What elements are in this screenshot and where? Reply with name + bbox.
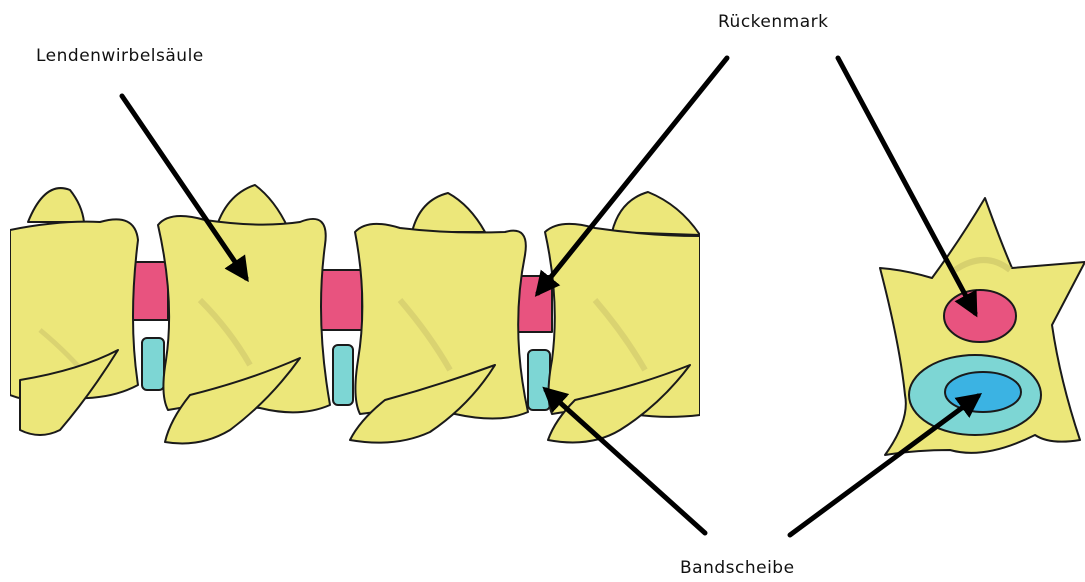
disc-segment — [528, 350, 550, 410]
vertebra — [545, 192, 700, 442]
label-spinal-cord: Rückenmark — [718, 12, 828, 32]
label-intervertebral-disc: Bandscheibe — [680, 558, 795, 578]
arrow-disc-section — [790, 396, 978, 535]
disc-cross-section-inner — [945, 372, 1021, 412]
vertebra — [350, 193, 528, 443]
disc-segment — [333, 345, 353, 405]
vertebra — [10, 188, 138, 435]
spinal-cord-cross-section — [944, 290, 1016, 342]
vertebra — [158, 185, 330, 444]
vertebra-cross-section — [880, 198, 1085, 455]
label-lumbar-spine: Lendenwirbelsäule — [36, 46, 204, 66]
disc-segment — [142, 338, 164, 390]
spinal-cord-segment — [318, 270, 362, 330]
